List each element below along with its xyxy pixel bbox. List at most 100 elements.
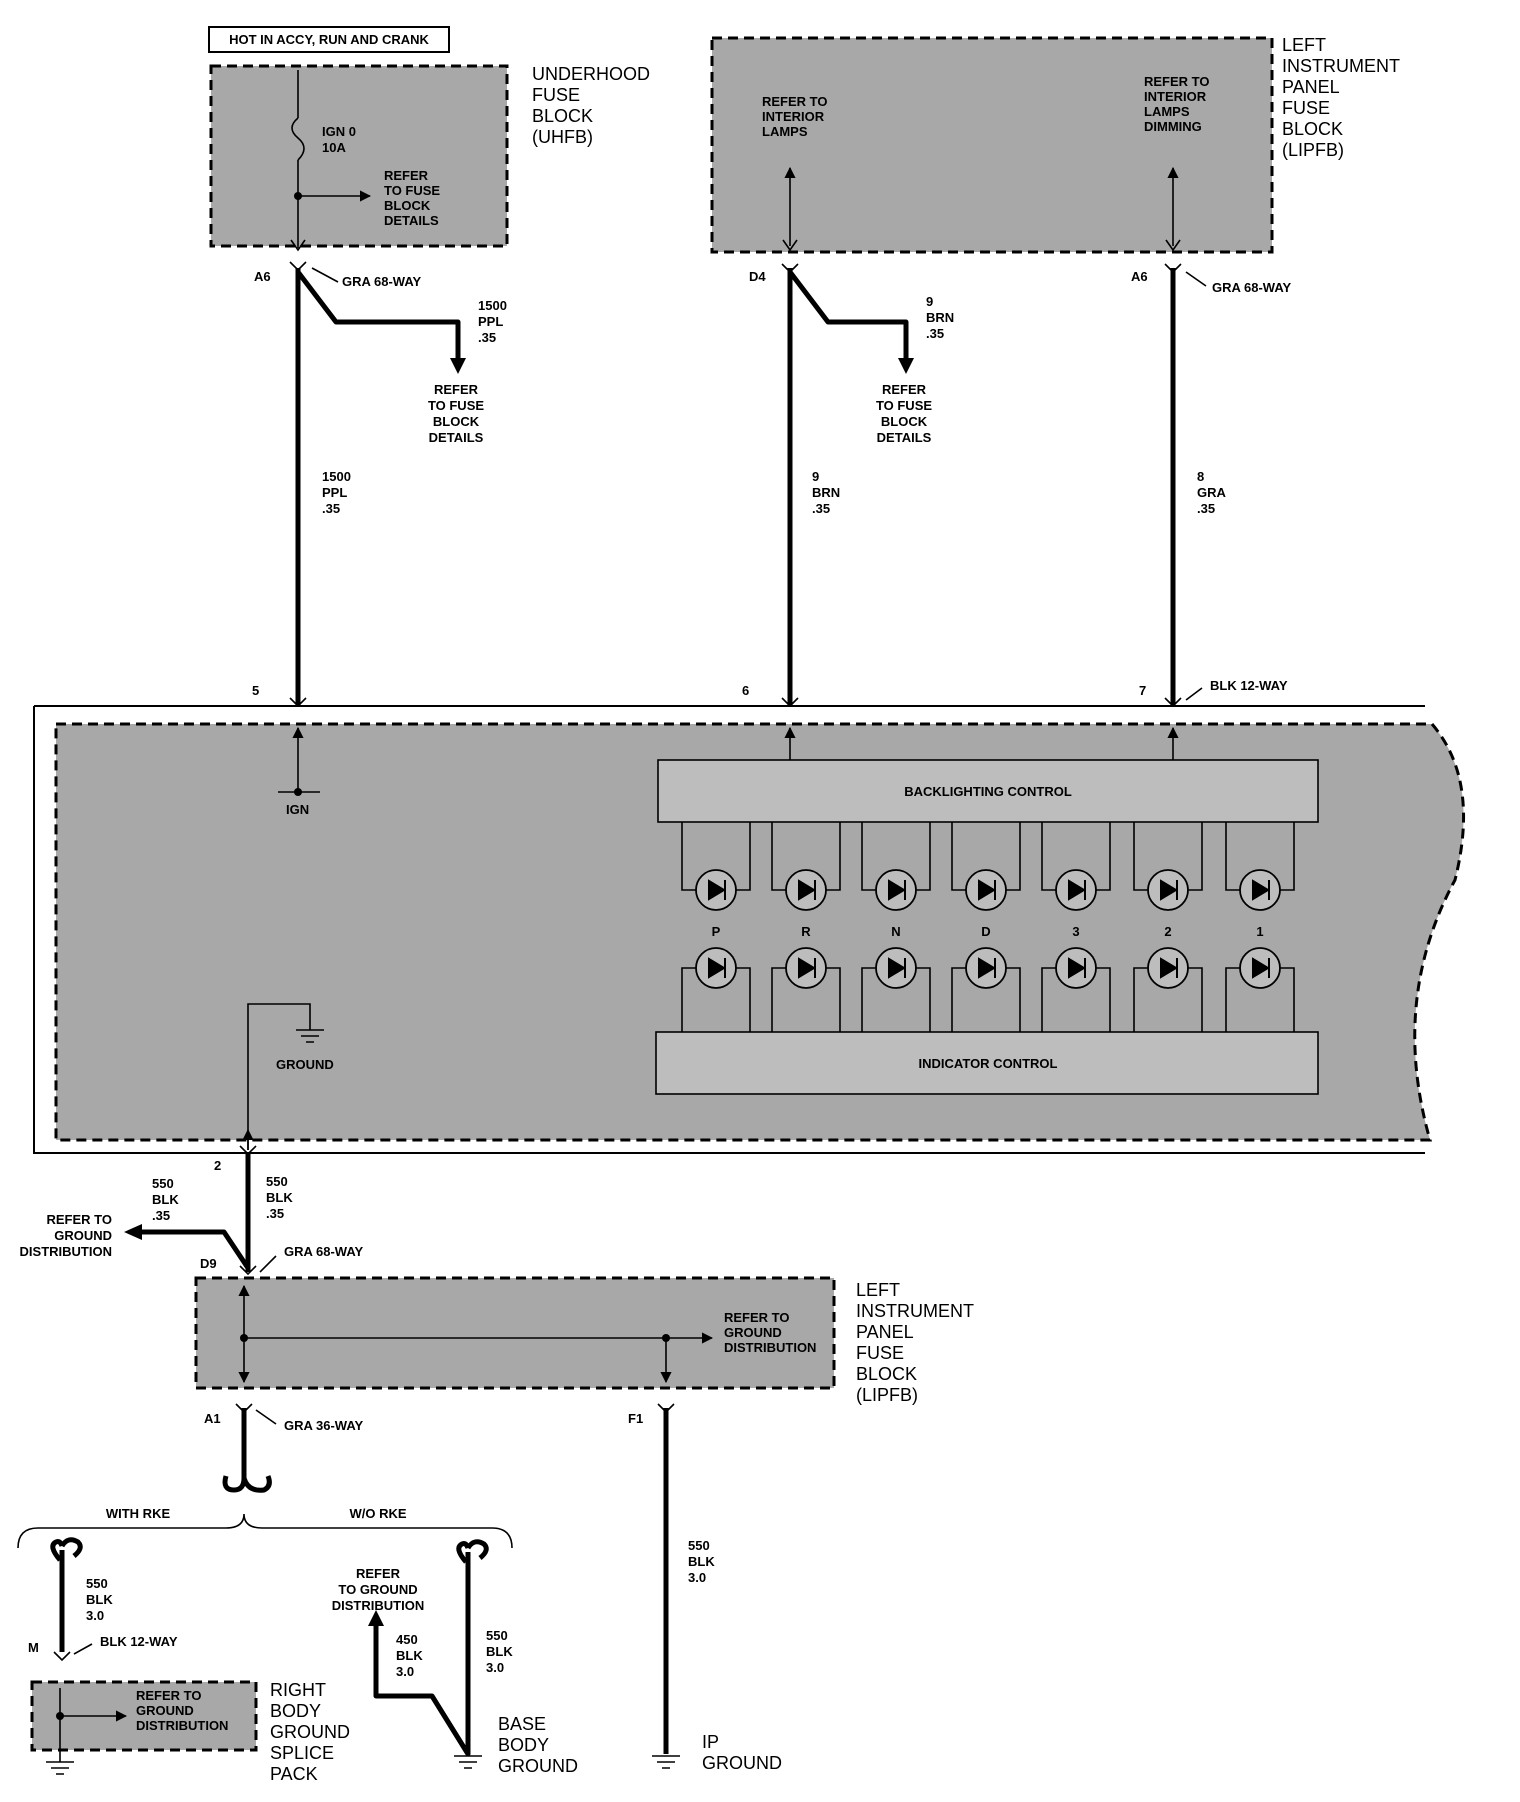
branch-brn-1: 9: [926, 294, 933, 309]
refer-interior-3: LAMPS: [762, 124, 808, 139]
base-refer-2: TO GROUND: [338, 1582, 417, 1597]
base-ground-icon: [454, 1755, 482, 1769]
branch-wire: [296, 270, 461, 362]
lipfb-bot-title-5: BLOCK: [856, 1364, 917, 1384]
splice-title-3: GROUND: [270, 1722, 350, 1742]
lipfb-top-title-3: PANEL: [1282, 77, 1340, 97]
wire-rke-1: 550: [86, 1576, 108, 1591]
uhfb-title-3: BLOCK: [532, 106, 593, 126]
leader: [311, 267, 339, 283]
diode-ind-icon: [798, 957, 816, 979]
refer-fuse-2: TO FUSE: [384, 183, 440, 198]
chevron-a6-inner: [1165, 239, 1181, 252]
refer-dimming-3: LAMPS: [1144, 104, 1190, 119]
refer-ground-2: GROUND: [54, 1228, 112, 1243]
wire-brn-2: BRN: [812, 485, 840, 500]
hot-label-box: [208, 26, 450, 53]
ip-title-2: GROUND: [702, 1753, 782, 1773]
refer-fuse-3: BLOCK: [384, 198, 431, 213]
refer-dimming-2: INTERIOR: [1144, 89, 1207, 104]
wire-1500-ppl: A6 GRA 68-WAY 1500 PPL .35 REFER TO FUSE…: [254, 261, 507, 706]
with-rke-label: WITH RKE: [106, 1506, 171, 1521]
diode-back-icon: [1252, 879, 1270, 901]
wire-550-branch: [138, 1229, 251, 1270]
uhfb-title-4: (UHFB): [532, 127, 593, 147]
gear-label: D: [981, 924, 990, 939]
wire-gra-1: 8: [1197, 469, 1204, 484]
lower-ground-wiring: 550 BLK .35 550 BLK .35 REFER TO GROUND …: [17, 1152, 974, 1784]
hot-label: HOT IN ACCY, RUN AND CRANK: [229, 32, 429, 47]
wire-450-3: 3.0: [396, 1664, 414, 1679]
lipfb-bot-title-6: (LIPFB): [856, 1385, 918, 1405]
branch-refer-1: REFER: [434, 382, 479, 397]
indicator-module: 5 6 7 BLK 12-WAY IGN BACKLIGHTING CONTRO…: [33, 678, 1466, 1173]
gear-label: R: [801, 924, 811, 939]
left-ip-fuse-block-top: REFER TO INTERIOR LAMPS REFER TO INTERIO…: [710, 35, 1400, 254]
pin-2: 2: [214, 1158, 221, 1173]
wire-base: [373, 1539, 489, 1757]
wire-450-1: 450: [396, 1632, 418, 1647]
diode-back-icon: [1160, 879, 1178, 901]
lipfb-top-title-1: LEFT: [1282, 35, 1326, 55]
base-refer-3: DISTRIBUTION: [332, 1598, 424, 1613]
m-chevron: [53, 1651, 71, 1662]
wires-brn-gra: D4 A6 GRA 68-WAY 9 BRN .35 REFER TO FUSE…: [749, 263, 1292, 706]
leader-m: [73, 1643, 93, 1655]
ign-label: IGN: [286, 802, 309, 817]
refer-interior-1: REFER TO: [762, 94, 828, 109]
diode-ind-icon: [978, 957, 996, 979]
wire-main-1: 550: [266, 1174, 288, 1189]
terminal-chevron: [290, 239, 306, 252]
pin-a6-left: A6: [254, 269, 271, 284]
connector-label: GRA 68-WAY: [342, 274, 422, 289]
wire-base-1: 550: [486, 1628, 508, 1643]
indicator-label: INDICATOR CONTROL: [919, 1056, 1058, 1071]
branch-wire-1: 1500: [478, 298, 507, 313]
branch-wire-3: .35: [478, 330, 496, 345]
gear-label: P: [712, 924, 721, 939]
wire-ip-3: 3.0: [688, 1570, 706, 1585]
splice-title-1: RIGHT: [270, 1680, 326, 1700]
lipfb-top-title-4: FUSE: [1282, 98, 1330, 118]
lipfb-top-title-6: (LIPFB): [1282, 140, 1344, 160]
gear-label: 2: [1164, 924, 1171, 939]
pin-m: M: [28, 1640, 39, 1655]
lipfb-refer-3: DISTRIBUTION: [724, 1340, 816, 1355]
splice-title-4: SPLICE: [270, 1743, 334, 1763]
lipfb-bot-title-1: LEFT: [856, 1280, 900, 1300]
diode-back-icon: [708, 879, 726, 901]
lipfb-box-bottom: [194, 1276, 836, 1390]
refer-dimming-4: DIMMING: [1144, 119, 1202, 134]
leader-blk12: [1185, 687, 1203, 701]
pin-f1: F1: [628, 1411, 643, 1426]
pin-d4: D4: [749, 269, 766, 284]
backlighting-control-box: [657, 759, 1319, 823]
gear-label: 1: [1256, 924, 1263, 939]
wire-450-2: BLK: [396, 1648, 423, 1663]
wire-brn-1: 9: [812, 469, 819, 484]
splice-refer-3: DISTRIBUTION: [136, 1718, 228, 1733]
base-refer-arrow-icon: [368, 1610, 384, 1626]
wire-left-1: 550: [152, 1176, 174, 1191]
wo-rke-label: W/O RKE: [349, 1506, 406, 1521]
lipfb-box-top: [710, 36, 1274, 254]
branch-left-arrow-icon: [124, 1224, 142, 1240]
splice-ground-icon: [46, 1750, 74, 1775]
d9-chevron: [239, 1265, 257, 1276]
connector-a1: GRA 36-WAY: [284, 1418, 364, 1433]
diode-back-icon: [978, 879, 996, 901]
ground-line: [247, 1003, 311, 1150]
pin-a1: A1: [204, 1411, 221, 1426]
branch-brn-refer-2: TO FUSE: [876, 398, 932, 413]
wire-left-3: .35: [152, 1208, 170, 1223]
branch-brn-2: BRN: [926, 310, 954, 325]
connector-m: BLK 12-WAY: [100, 1634, 178, 1649]
branch-refer-2: TO FUSE: [428, 398, 484, 413]
fuse-icon: [291, 117, 305, 161]
uhfb-title-1: UNDERHOOD: [532, 64, 650, 84]
pin5-chevron: [289, 697, 307, 708]
ground-label: GROUND: [276, 1057, 334, 1072]
lipfb-top-title-2: INSTRUMENT: [1282, 56, 1400, 76]
wire-base-3: 3.0: [486, 1660, 504, 1675]
